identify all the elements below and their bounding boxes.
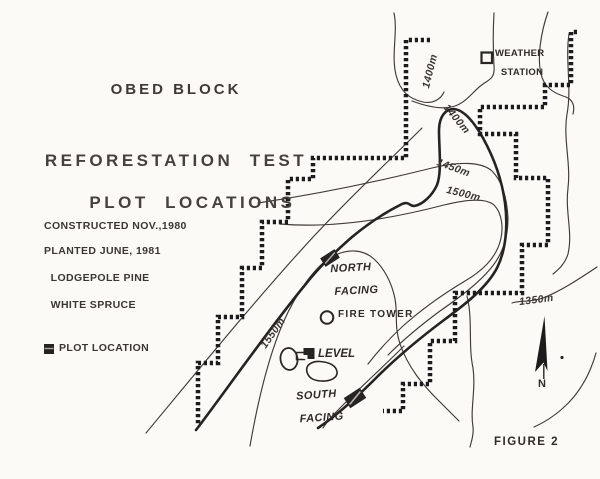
south-facing-line1: SOUTH [295,387,338,403]
planted-line3: WHITE SPRUCE [50,299,136,311]
north-arrow-icon [535,316,564,379]
planted-note: PLANTED JUNE, 1981 LODGEPOLE PINE WHITE … [44,245,161,313]
weather-station-label: WEATHER STATION [495,49,544,78]
contour-line-right-of-weather [538,11,575,115]
boundary-dashed-left [195,37,430,424]
north-letter: N [538,378,546,390]
contour-line-1400-upper [393,12,445,104]
plot-marker-south-facing [343,387,367,409]
planted-line2: LODGEPOLE PINE [50,272,150,284]
contour-line-sw-long [145,127,423,434]
constructed-note: CONSTRUCTED NOV.,1980 [44,220,187,232]
main-title-line2: PLOT LOCATIONS [89,193,296,212]
legend-label: PLOT LOCATION [59,342,150,354]
weather-line2: STATION [500,67,544,78]
contour-line-1350-right [511,266,598,304]
fire-tower-icon [319,310,335,325]
title-block: OBED BLOCK REFORESTATION TEST PLOT LOCAT… [42,50,310,245]
level-label: LEVEL [318,348,356,360]
planted-line1: PLANTED JUNE, 1981 [44,245,161,257]
contour-line-far-right [552,33,571,275]
figure-caption: FIGURE 2 [494,436,560,448]
contour-line-under-weather [411,12,495,109]
kidney-contour [305,360,338,382]
contour-line-mid-right-vertical [466,295,475,448]
weather-station-icon [480,51,494,65]
legend-plot-icon [44,344,54,354]
plot-marker-north-facing [320,249,340,267]
main-title-line1: REFORESTATION TEST [44,151,308,170]
contour-line-1500 [279,199,503,365]
north-facing-line2: FACING [334,283,379,299]
fire-tower-label: FIRE TOWER [338,309,414,320]
road-line [194,107,508,432]
main-title: REFORESTATION TEST PLOT LOCATIONS [42,150,310,213]
contour-lines [145,11,598,448]
plot-marker-level [279,347,315,371]
north-facing-line1: NORTH [330,261,372,276]
south-facing-label: SOUTH FACING [296,388,344,426]
contour-line-bottom-right [533,352,597,428]
weather-line1: WEATHER [495,48,545,59]
contour-line-1550-dome [249,250,460,447]
contour-line-1450 [257,162,509,356]
south-facing-line2: FACING [299,410,345,426]
block-title: OBED BLOCK [110,81,242,98]
north-facing-label: NORTH FACING [330,261,379,299]
boundary-dashed-right [383,29,577,414]
block-boundary [195,29,577,424]
